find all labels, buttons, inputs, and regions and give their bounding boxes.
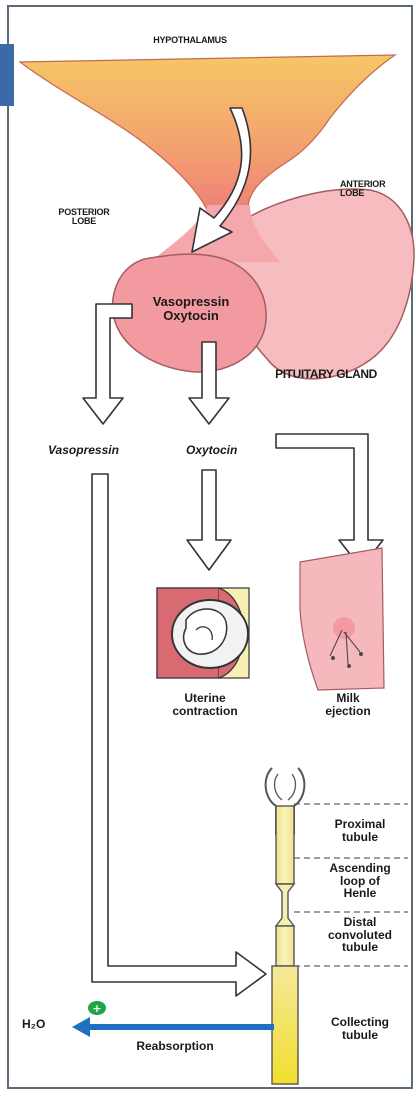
uterus-icon [157, 588, 249, 678]
vasopressin-oxytocin-label: Vasopressin Oxytocin [128, 295, 254, 322]
anterior-lobe-label: ANTERIOR LOBE [340, 180, 416, 199]
plus-badge-icon: + [88, 1001, 106, 1015]
breast-icon [300, 548, 384, 690]
oxytocin-uterine-arrow [187, 470, 231, 570]
hypothalamus-shape [20, 55, 395, 212]
uterine-contraction-label: Uterine contraction [140, 692, 270, 717]
milk-ejection-label: Milk ejection [298, 692, 398, 717]
vasopressin-kidney-arrow [92, 474, 266, 996]
vasopressin-label: Vasopressin [48, 444, 158, 457]
posterior-lobe-label: POSTERIOR LOBE [46, 208, 122, 227]
collecting-tubule-label: Collecting tubule [304, 1016, 416, 1041]
distal-tubule-label: Distal convoluted tubule [304, 916, 416, 954]
corner-tab [0, 44, 14, 106]
proximal-tubule-label: Proximal tubule [304, 818, 416, 843]
oxytocin-label: Oxytocin [186, 444, 296, 457]
hypothalamus-label: HYPOTHALAMUS [120, 36, 260, 45]
reabsorption-arrow [72, 1017, 274, 1037]
ascending-loop-label: Ascending loop of Henle [304, 862, 416, 900]
pituitary-gland-label: PITUITARY GLAND [240, 368, 412, 381]
svg-text:+: + [92, 1002, 101, 1015]
reabsorption-label: Reabsorption [100, 1040, 250, 1053]
h2o-label: H₂O [22, 1018, 62, 1031]
